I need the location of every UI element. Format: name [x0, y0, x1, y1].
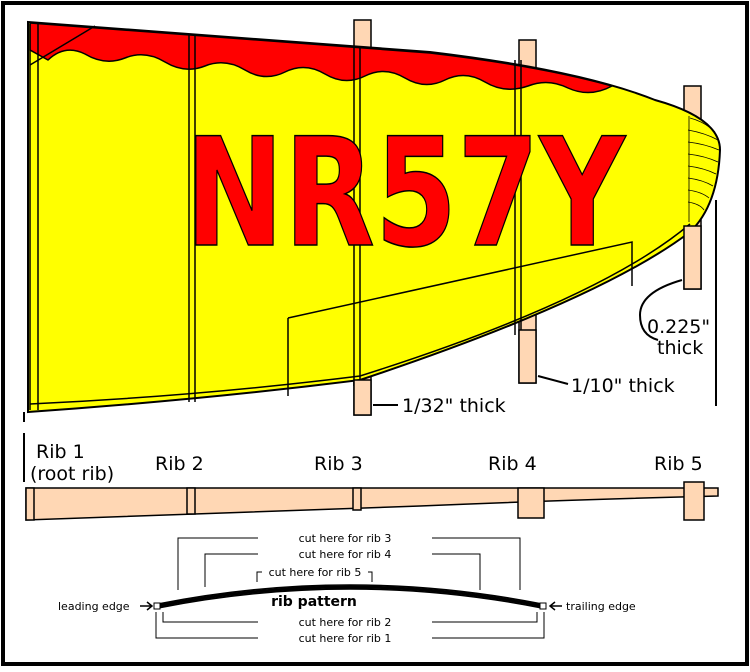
rib4-callout-line [537, 375, 569, 385]
cut-rib3-label: cut here for rib 3 [299, 532, 392, 545]
rib-pattern-curve [157, 585, 543, 608]
cut-rib1-label: cut here for rib 1 [299, 632, 392, 645]
rib2-label: Rib 2 [155, 453, 204, 475]
rib-labels: Rib 1 (root rib) Rib 2 Rib 3 Rib 4 Rib 5 [30, 441, 703, 485]
side-rib1 [25, 487, 35, 521]
rib3-label: Rib 3 [314, 453, 363, 475]
rib1-sublabel: (root rib) [30, 463, 114, 485]
wing-side-view [25, 481, 719, 521]
side-view-spar [25, 487, 719, 521]
rib3-thickness-label: 1/32" thick [402, 395, 506, 417]
cut-rib2-bg [258, 616, 432, 628]
rib5-thickness-label-line1: 0.225" [647, 316, 710, 338]
wing-plan-view: NR57Y [27, 19, 722, 416]
side-rib3 [352, 487, 362, 511]
cut-rib4-bg [258, 548, 432, 560]
rib-pattern-section: cut here for rib 3 cut here for rib 4 cu… [58, 532, 636, 645]
trailing-edge-label: trailing edge [566, 600, 636, 613]
wing-rib-lines [29, 24, 522, 410]
side-rib4 [517, 487, 545, 519]
registration-lettering: NR57Y [185, 107, 627, 281]
rib4-thickness-label: 1/10" thick [571, 375, 675, 397]
rib4-label: Rib 4 [488, 453, 537, 475]
side-rib2 [186, 487, 196, 515]
side-rib5 [683, 481, 705, 521]
rib3-spar-bottom [353, 379, 372, 416]
rib4-spar-bottom [518, 329, 537, 384]
cut-rib4-label: cut here for rib 4 [299, 548, 392, 561]
thickness-callouts: 1/32" thick 1/10" thick 0.225" thick [373, 200, 717, 417]
aileron-outline [287, 241, 633, 396]
rib5-spar-bottom [683, 225, 702, 290]
trailing-edge-arrow [548, 601, 562, 611]
trailing-edge-block [539, 602, 547, 610]
leading-edge-arrow [140, 601, 154, 611]
wing-tip-hatching [687, 116, 720, 222]
leading-edge-label: leading edge [58, 600, 130, 613]
root-diagonal [29, 25, 96, 66]
cut-rib1-bg [258, 632, 432, 644]
rib1-label: Rib 1 [36, 441, 85, 463]
leading-edge-band [29, 22, 614, 94]
rib5-thickness-label-line2: thick [657, 337, 703, 359]
rib-pattern-title: rib pattern [271, 594, 357, 610]
cut-rib5-bg [262, 566, 368, 578]
rib5-callout-line [638, 279, 683, 341]
trailing-edge-line [29, 223, 691, 405]
leading-edge-block [153, 602, 161, 610]
cut-rib5-label: cut here for rib 5 [269, 566, 362, 579]
cut-rib3-bg [258, 532, 432, 544]
rib5-label: Rib 5 [654, 453, 703, 475]
cut-rib2-label: cut here for rib 2 [299, 616, 392, 629]
